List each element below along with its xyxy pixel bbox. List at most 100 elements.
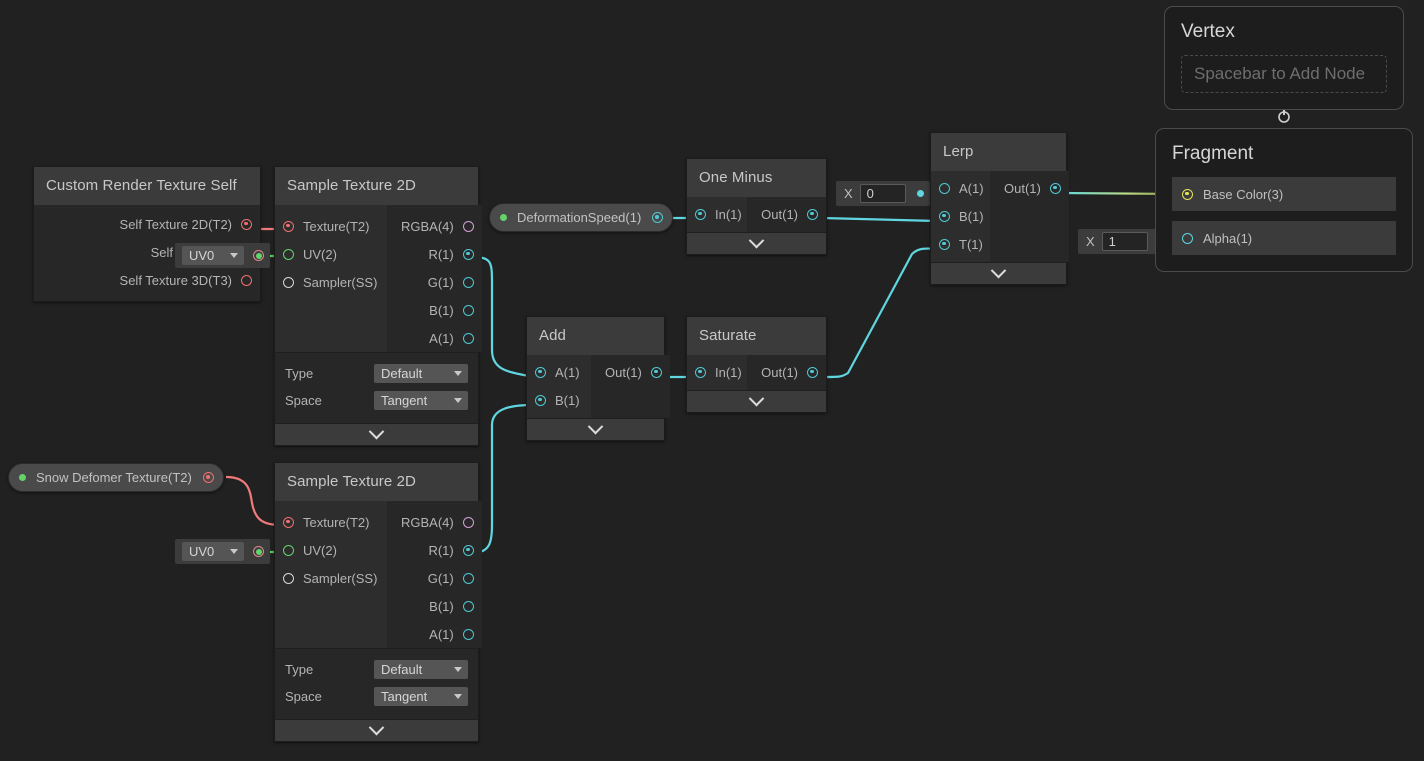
property-output-port[interactable] (202, 472, 214, 483)
port-dot-out[interactable] (807, 208, 818, 220)
port-row-uv[interactable]: UV(2) (275, 536, 387, 564)
port-dot-a[interactable] (462, 628, 474, 640)
block-base-color[interactable]: Base Color(3) (1172, 177, 1396, 211)
port-dot-texture[interactable] (283, 516, 294, 528)
port-row-out[interactable]: Out(1) (990, 174, 1069, 202)
node-sample-texture-2d-top[interactable]: Sample Texture 2D Texture(T2) UV(2) Samp… (274, 166, 482, 446)
port-dot-a[interactable] (535, 366, 546, 378)
port-row-a[interactable]: A(1) (931, 174, 990, 202)
port-row-r[interactable]: R(1) (387, 536, 482, 564)
port-row-uv[interactable]: UV(2) (275, 240, 387, 268)
port-dot-rgba[interactable] (462, 220, 474, 232)
port-row-out[interactable]: Out(1) (747, 200, 826, 228)
collapse-toggle[interactable] (687, 390, 826, 412)
port-dot-in[interactable] (695, 208, 706, 220)
port-row-r[interactable]: R(1) (387, 240, 482, 268)
property-node-snow-deformer-texture[interactable]: Snow Defomer Texture(T2) (8, 463, 224, 492)
float-input-alpha[interactable]: 1 (1101, 232, 1148, 251)
port-row-in[interactable]: In(1) (687, 358, 747, 386)
uv-dropdown-bottom[interactable]: UV0 (182, 542, 244, 561)
port-dot-b[interactable] (939, 210, 950, 222)
port-dot-uv[interactable] (283, 248, 294, 260)
port-row-a[interactable]: A(1) (387, 620, 482, 648)
port-dot-r[interactable] (462, 544, 474, 556)
port-dot-t[interactable] (939, 238, 950, 250)
port-row-out[interactable]: Out(1) (747, 358, 826, 386)
space-dropdown[interactable]: Tangent (374, 391, 468, 410)
block-alpha[interactable]: Alpha(1) (1172, 221, 1396, 255)
port-row-g[interactable]: G(1) (387, 564, 482, 592)
port-row-texture[interactable]: Texture(T2) (275, 212, 387, 240)
node-lerp[interactable]: Lerp A(1) B(1) T(1) Out(1) (930, 132, 1069, 285)
port-dot-sampler[interactable] (283, 572, 294, 584)
uv-channel-widget-top[interactable]: UV0 (175, 243, 270, 268)
port-dot-alpha[interactable] (1182, 232, 1193, 244)
collapse-toggle[interactable] (687, 232, 826, 254)
port-dot-b[interactable] (462, 600, 474, 612)
node-custom-render-texture-self[interactable]: Custom Render Texture Self Self Texture … (33, 166, 261, 302)
port-dot-self-texture-3d[interactable] (241, 274, 252, 286)
port-row-sampler[interactable]: Sampler(SS) (275, 564, 387, 592)
port-row-g[interactable]: G(1) (387, 268, 482, 296)
port-row-out[interactable]: Out(1) (591, 358, 670, 386)
port-dot-g[interactable] (462, 572, 474, 584)
node-sample-texture-2d-bottom[interactable]: Sample Texture 2D Texture(T2) UV(2) Samp… (274, 462, 482, 742)
port-row-b[interactable]: B(1) (387, 592, 482, 620)
collapse-toggle[interactable] (527, 418, 664, 440)
node-saturate[interactable]: Saturate In(1) Out(1) (686, 316, 827, 413)
collapse-toggle[interactable] (931, 262, 1066, 284)
port-dot-r[interactable] (462, 248, 474, 260)
port-dot-out[interactable] (1049, 182, 1061, 194)
space-dropdown[interactable]: Tangent (374, 687, 468, 706)
port-row-self-texture-3d[interactable]: Self Texture 3D(T3) (34, 266, 260, 294)
port-row-sampler[interactable]: Sampler(SS) (275, 268, 387, 296)
port-row-texture[interactable]: Texture(T2) (275, 508, 387, 536)
master-stack-vertex[interactable]: Vertex Spacebar to Add Node (1164, 6, 1404, 110)
port-row-t[interactable]: T(1) (931, 230, 990, 258)
node-one-minus[interactable]: One Minus In(1) Out(1) (686, 158, 827, 255)
port-dot-uv[interactable] (283, 544, 294, 556)
port-row-in[interactable]: In(1) (687, 200, 747, 228)
vertex-add-node-hint[interactable]: Spacebar to Add Node (1181, 55, 1387, 93)
collapse-toggle[interactable] (275, 719, 478, 741)
uv-port-top[interactable] (253, 250, 264, 261)
port-dot-base-color[interactable] (1182, 188, 1193, 200)
collapse-toggle[interactable] (275, 423, 478, 445)
float-widget-lerp-a[interactable]: X 0 (836, 181, 930, 206)
port-row-a[interactable]: A(1) (387, 324, 482, 352)
port-dot-a[interactable] (462, 332, 474, 344)
uv-channel-widget-bottom[interactable]: UV0 (175, 539, 270, 564)
port-dot-sampler[interactable] (283, 276, 294, 288)
uv-dropdown-top[interactable]: UV0 (182, 246, 244, 265)
port-dot-b[interactable] (535, 394, 546, 406)
port-row-b[interactable]: B(1) (387, 296, 482, 324)
port-row-a[interactable]: A(1) (527, 358, 591, 386)
port-dot-self-texture-2d[interactable] (241, 218, 252, 230)
setting-type[interactable]: Type Default (285, 361, 468, 386)
uv-port-bottom[interactable] (253, 546, 264, 557)
property-node-deformation-speed[interactable]: DeformationSpeed(1) (489, 203, 674, 232)
type-dropdown[interactable]: Default (374, 660, 468, 679)
port-dot-out[interactable] (807, 366, 818, 378)
setting-space[interactable]: Space Tangent (285, 388, 468, 413)
port-dot-in[interactable] (695, 366, 706, 378)
port-row-rgba[interactable]: RGBA(4) (387, 212, 482, 240)
port-row-rgba[interactable]: RGBA(4) (387, 508, 482, 536)
setting-space[interactable]: Space Tangent (285, 684, 468, 709)
port-dot-out[interactable] (650, 366, 662, 378)
type-dropdown[interactable]: Default (374, 364, 468, 383)
port-row-self-texture-2d[interactable]: Self Texture 2D(T2) (34, 210, 260, 238)
port-dot-texture[interactable] (283, 220, 294, 232)
float-input-lerp-a[interactable]: 0 (859, 184, 906, 203)
float-output-port-lerp-a[interactable] (916, 190, 924, 197)
master-stack-fragment[interactable]: Fragment Base Color(3) Alpha(1) (1155, 128, 1413, 272)
node-add[interactable]: Add A(1) B(1) Out(1) (526, 316, 670, 441)
port-row-b[interactable]: B(1) (931, 202, 990, 230)
port-dot-rgba[interactable] (462, 516, 474, 528)
port-row-b[interactable]: B(1) (527, 386, 591, 414)
port-dot-a[interactable] (939, 182, 950, 194)
property-output-port[interactable] (652, 212, 664, 223)
port-dot-g[interactable] (462, 276, 474, 288)
port-dot-b[interactable] (462, 304, 474, 316)
